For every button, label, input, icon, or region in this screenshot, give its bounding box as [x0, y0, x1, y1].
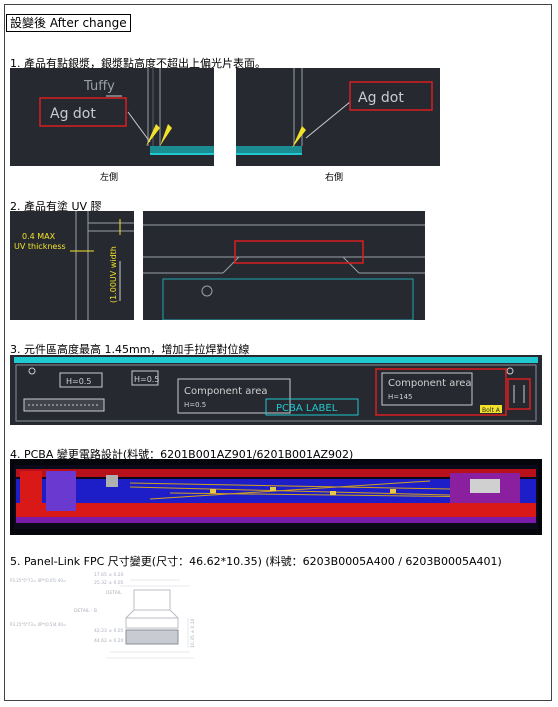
- pcba-label: PCBA LABEL: [276, 403, 338, 414]
- fpc-dim-0: 17.65 ± 0.20: [94, 572, 124, 578]
- component-area-2: Component area: [388, 378, 472, 389]
- fig2-left-drawing: 0.4 MAX UV thickness (1.00UV width: [10, 211, 134, 320]
- section-5-heading: 5. Panel-Link FPC 尺寸變更(尺寸：46.62*10.35) (…: [10, 555, 502, 568]
- fig2-right-drawing: [143, 211, 425, 320]
- document-frame: [4, 4, 552, 701]
- component-h-2: H=145: [388, 393, 413, 401]
- caption-right: 右側: [325, 173, 344, 183]
- ag-dot-label-left: Ag dot: [50, 106, 96, 122]
- caption-left: 左側: [100, 173, 119, 183]
- fpc-dim-6: 10.35 ± 0.10: [190, 618, 196, 648]
- bolt-tag: Bolt A: [482, 407, 501, 414]
- fpc-dim-5: 44.62 ± 0.20: [94, 638, 124, 644]
- max-label: 0.4 MAX: [22, 232, 56, 241]
- ag-dot-label-right: Ag dot: [358, 90, 404, 106]
- component-area-1: Component area: [184, 386, 268, 397]
- fig1-left-drawing: Tuffy Ag dot: [10, 68, 214, 166]
- uv-width-label: (1.00UV width: [109, 246, 118, 303]
- section-3-heading: 3. 元件區高度最高 1.45mm，增加手拉焊對位線: [10, 343, 250, 356]
- section-2-heading: 2. 產品有塗 UV 膠: [10, 200, 102, 213]
- section-4-heading: 4. PCBA 變更電路設計(料號：6201B001AZ901/6201B001…: [10, 448, 354, 461]
- fig1-right-drawing: Ag dot: [236, 68, 440, 166]
- fpc-dim-1: 25.32 ± 0.05: [94, 580, 124, 586]
- section-1-heading: 1. 產品有點銀漿，銀漿點高度不超出上偏光片表面。: [10, 57, 266, 70]
- fpc-note-0: P3.25*5*73= 0P*(0.05) 40=: [10, 578, 66, 583]
- fig5-fpc-drawing: 17.65 ± 0.20 25.32 ± 0.05 DETAIL DETAIL …: [10, 568, 200, 668]
- fpc-note-1: P3.25*5*73= 0P*(0.5)4 40=: [10, 622, 66, 627]
- fpc-dim-2: DETAIL: [106, 590, 122, 596]
- fig4-pcb-layout: [10, 459, 542, 535]
- fpc-dim-3: DETAIL · B: [74, 608, 97, 614]
- fpc-dim-4: 42.23 ± 0.05: [94, 628, 124, 634]
- h-label-1: H=0.5: [66, 377, 91, 386]
- fig3-drawing: H=0.5 H=0.5 Component area H=0.5 PCBA LA…: [10, 355, 542, 425]
- page-title: 設變後 After change: [6, 14, 131, 32]
- component-h-1: H=0.5: [184, 401, 206, 409]
- h-label-2: H=0.5: [134, 375, 159, 384]
- uv-thickness-label: UV thickness: [14, 242, 66, 251]
- tuffy-label: Tuffy: [83, 79, 115, 94]
